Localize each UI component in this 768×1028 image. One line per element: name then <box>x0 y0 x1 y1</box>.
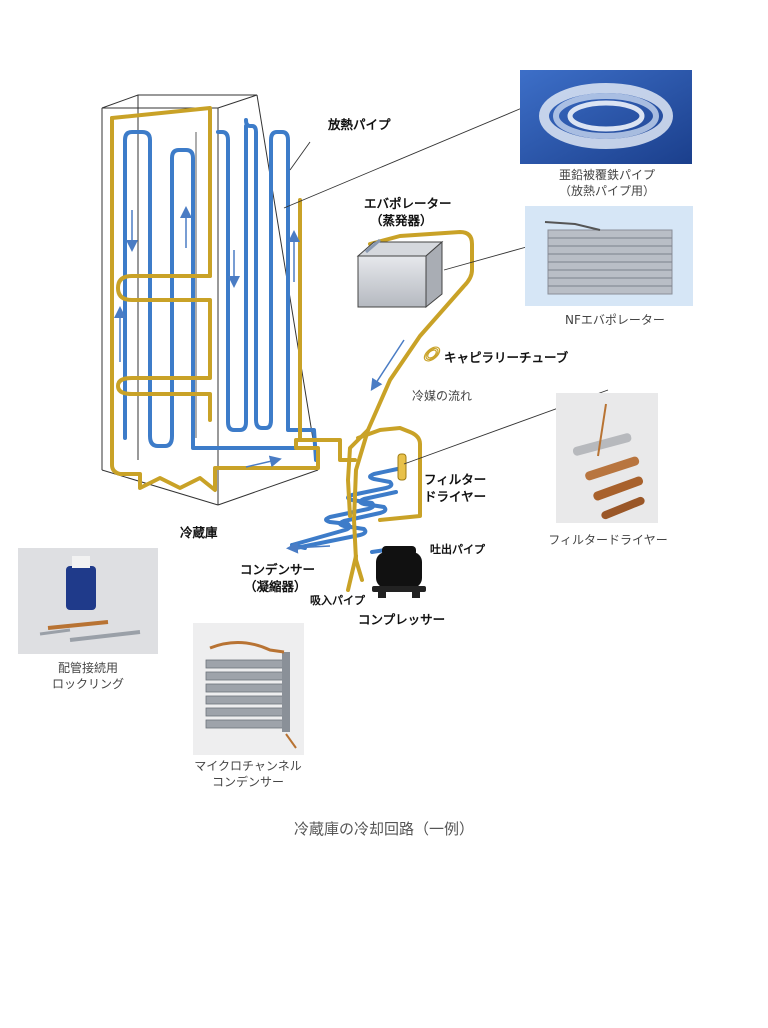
nf-evaporator-caption: NFエバポレーター <box>565 313 665 327</box>
condenser-label: コンデンサー <box>240 562 316 577</box>
discharge-pipe-label: 吐出パイプ <box>430 543 485 556</box>
photo-lock-ring <box>18 548 158 654</box>
capillary-coil <box>423 346 441 362</box>
suction-pipe-label: 吸入パイプ <box>310 594 365 607</box>
gold-pipes <box>110 106 474 592</box>
evaporator-sub-label: （蒸発器） <box>370 213 433 228</box>
photo-nf-evaporator <box>525 206 693 306</box>
photo-microchannel <box>193 623 304 755</box>
evaporator-label: エバポレーター <box>364 196 452 211</box>
photo-zinc-pipe <box>520 70 692 164</box>
compressor-label: コンプレッサー <box>358 612 446 627</box>
microchannel-caption: マイクロチャンネル コンデンサー <box>194 759 302 789</box>
blue-pipes <box>123 118 404 554</box>
radiator-pipe-label: 放熱パイプ <box>328 117 391 132</box>
capillary-label: キャピラリーチューブ <box>444 350 569 365</box>
compressor-part <box>372 546 426 598</box>
filter-drier-label: ドライヤー <box>424 489 487 504</box>
evaporator-box <box>356 238 444 309</box>
refrigerant-flow-label: 冷媒の流れ <box>412 389 473 403</box>
zinc-pipe-caption: 亜鉛被覆鉄パイプ （放熱パイプ用） <box>558 168 655 198</box>
flow-arrows <box>114 206 405 554</box>
filter-drier-part <box>397 453 407 481</box>
condenser-sub-label: （凝縮器） <box>244 579 307 594</box>
filter-label: フィルター <box>424 472 487 487</box>
filter-drier-caption: フィルタードライヤー <box>548 533 668 547</box>
fridge-label: 冷蔵庫 <box>180 525 218 540</box>
lock-ring-caption: 配管接続用 ロックリング <box>51 661 124 691</box>
photo-filter-drier <box>556 393 658 523</box>
diagram-title: 冷蔵庫の冷却回路（一例） <box>293 820 474 838</box>
